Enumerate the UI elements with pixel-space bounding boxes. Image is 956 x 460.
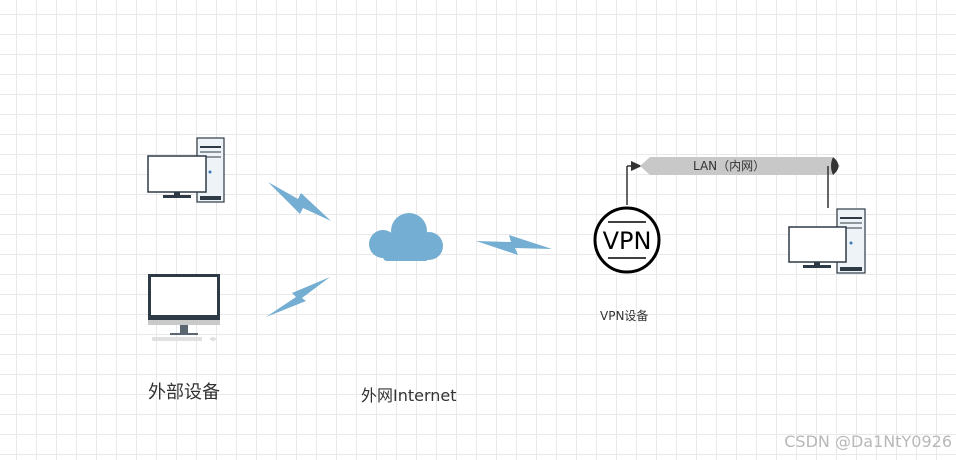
desktop-computer-icon	[147, 137, 225, 203]
imac-monitor-icon	[148, 274, 220, 341]
lightning-bolt-icon	[476, 235, 552, 255]
vpn-logo-text: VPN	[603, 227, 652, 255]
internet-label: 外网Internet	[361, 386, 457, 405]
lan-label: LAN（内网）	[693, 159, 766, 173]
desktop-computer-icon	[788, 208, 866, 274]
external-devices-label: 外部设备	[148, 382, 220, 403]
cloud-icon	[369, 213, 443, 261]
lightning-bolt-icon	[268, 182, 331, 221]
lan-connector	[626, 157, 840, 208]
lightning-bolt-icon	[266, 277, 330, 317]
watermark: CSDN @Da1NtY0926	[784, 432, 952, 451]
vpn-circle-icon: VPN	[593, 206, 661, 274]
vpn-device-label: VPN设备	[600, 309, 649, 323]
